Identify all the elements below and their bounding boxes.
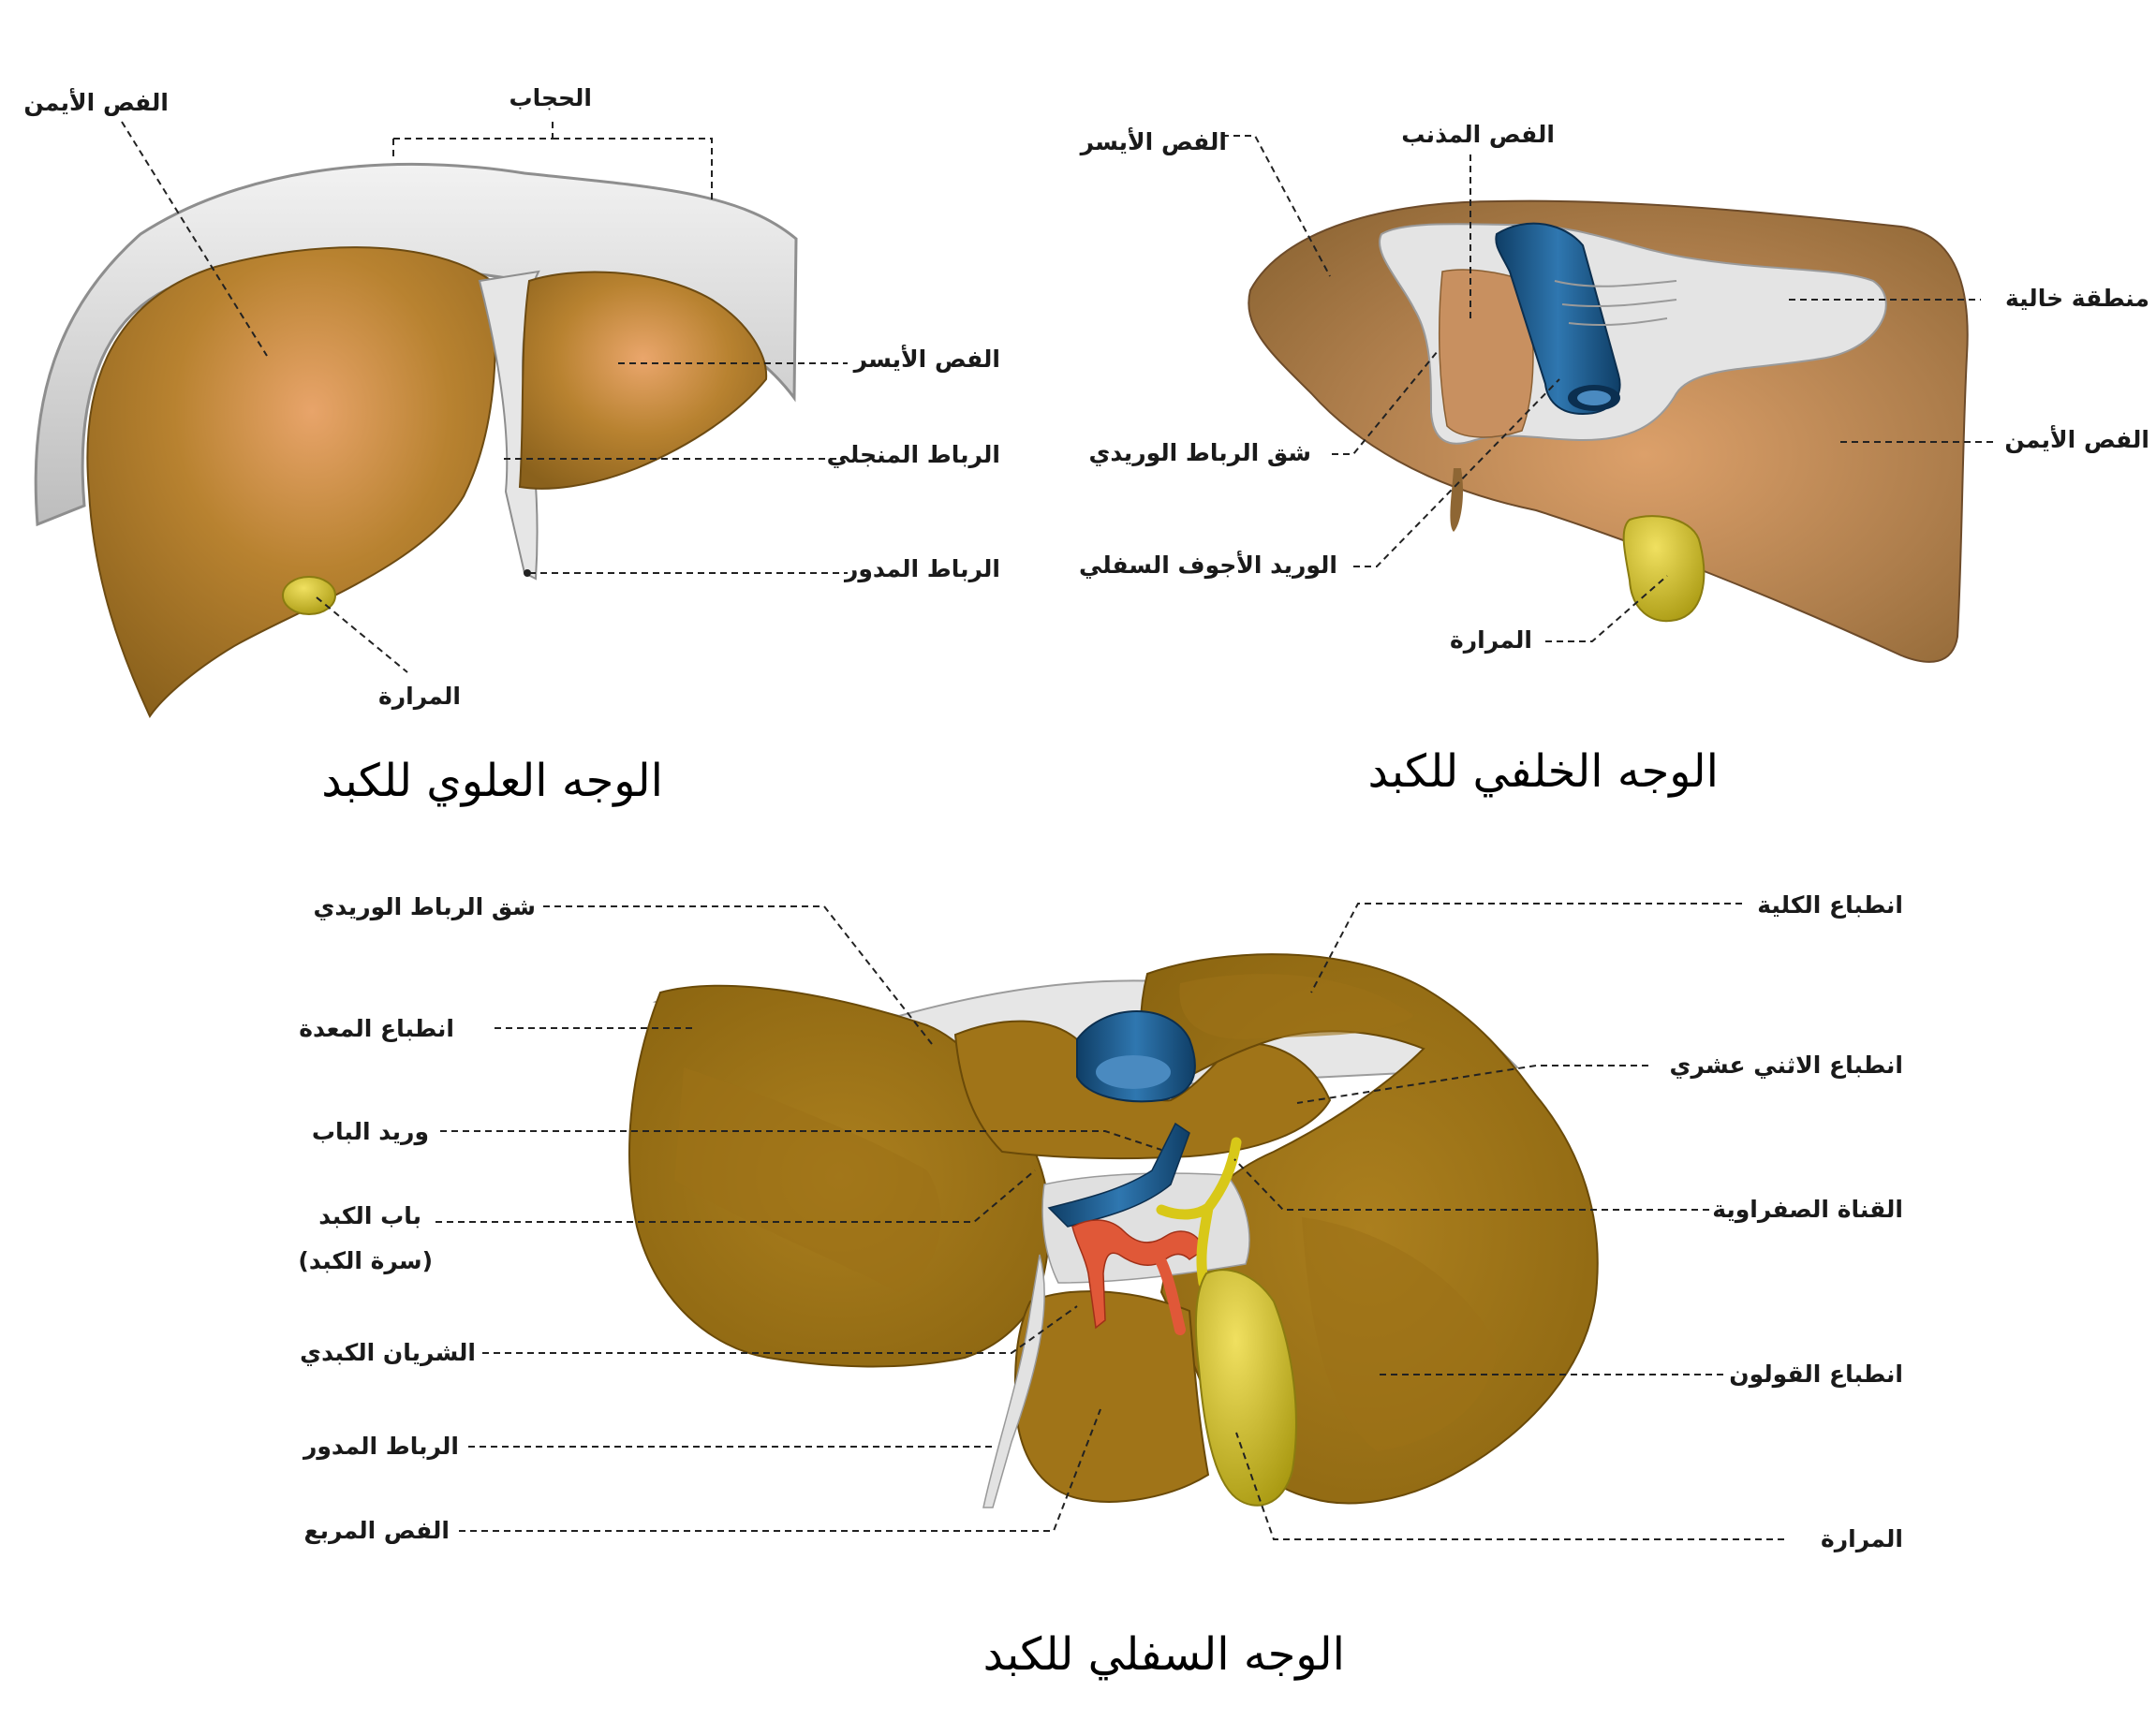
posterior-caudate-label: الفص المذنب	[1401, 121, 1555, 148]
superior-gallbladder-shape	[283, 577, 335, 614]
superior-caption: الوجه العلوي للكبد	[321, 755, 663, 807]
superior-gallbladder-leader	[317, 597, 407, 672]
inferior-gastric-label: انطباع المعدة	[299, 1015, 454, 1042]
superior-diaphragm-label: الحجاب	[509, 84, 592, 111]
superior-gallbladder-label: المرارة	[378, 683, 461, 711]
superior-view: الفص الأيمن الحجاب الفص الأيسر الرباط ال…	[23, 84, 1000, 807]
inferior-colic-label: انطباع القولون	[1729, 1361, 1903, 1389]
superior-right-lobe-label: الفص الأيمن	[23, 88, 169, 117]
posterior-ivc-label: الوريد الأجوف السفلي	[1079, 551, 1337, 580]
posterior-gallbladder-shape	[1624, 516, 1705, 621]
inferior-bile-duct-label: القناة الصفراوية	[1712, 1196, 1903, 1224]
posterior-venosum-label: شق الرباط الوريدي	[1088, 439, 1311, 467]
inferior-caption: الوجه السفلي للكبد	[983, 1628, 1345, 1681]
inferior-quadrate-label: الفص المربع	[304, 1517, 450, 1545]
inferior-ivc-lumen	[1096, 1055, 1171, 1089]
superior-left-lobe-label: الفص الأيسر	[852, 345, 1000, 374]
inferior-porta-alt-label: (سرة الكبد)	[298, 1247, 433, 1275]
posterior-bare-area-label: منطقة خالية	[2005, 285, 2149, 312]
inferior-duodenal-label: انطباع الاثني عشري	[1670, 1052, 1903, 1080]
superior-round-ligament-label: الرباط المدور	[843, 555, 1000, 583]
inferior-round-ligament-label: الرباط المدور	[302, 1433, 459, 1461]
posterior-gallbladder-label: المرارة	[1450, 626, 1532, 655]
posterior-view: الفص الأيسر الفص المذنب منطقة خالية الفص…	[1079, 121, 2149, 798]
posterior-right-lobe-label: الفص الأيمن	[2004, 425, 2149, 454]
inferior-view: شق الرباط الوريدي انطباع المعدة وريد الب…	[298, 891, 1903, 1681]
posterior-left-lobe-label: الفص الأيسر	[1079, 127, 1227, 156]
inferior-renal-label: انطباع الكلية	[1757, 891, 1903, 919]
inferior-porta-label: باب الكبد	[318, 1202, 421, 1229]
superior-right-lobe-shape	[87, 247, 495, 716]
superior-falciform-label: الرباط المنجلي	[827, 441, 1000, 469]
inferior-venosum-label: شق الرباط الوريدي	[313, 893, 536, 921]
posterior-caption: الوجه الخلفي للكبد	[1367, 745, 1719, 798]
posterior-ivc-lumen	[1577, 390, 1611, 405]
round-ligament-dot	[524, 569, 531, 577]
inferior-gallbladder-label: المرارة	[1821, 1525, 1903, 1553]
inferior-artery-label: الشريان الكبدي	[300, 1339, 476, 1367]
inferior-portal-label: وريد الباب	[312, 1118, 429, 1146]
